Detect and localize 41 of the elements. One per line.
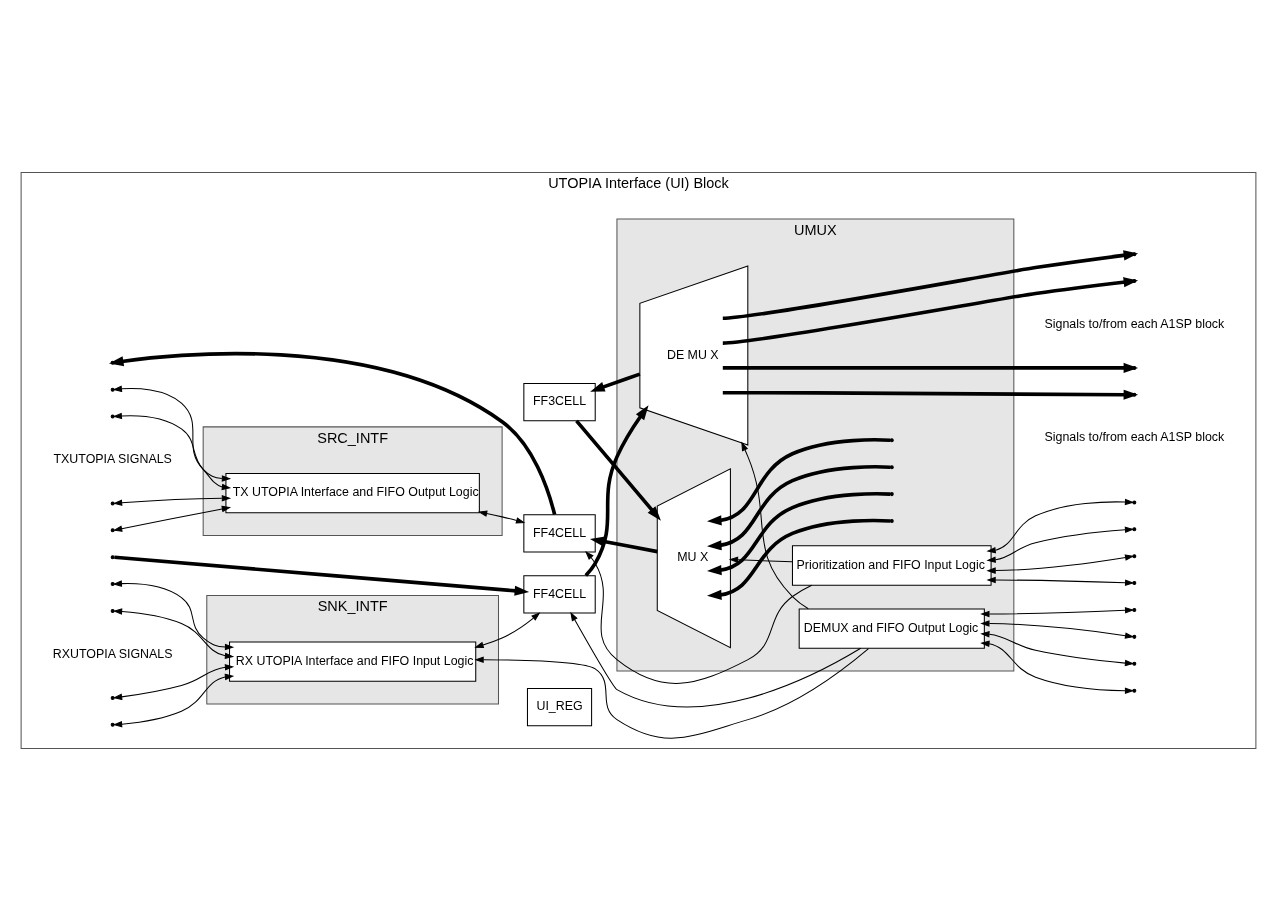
arrow [980, 630, 1135, 666]
arrow [707, 491, 891, 575]
node-box: RX UTOPIA Interface and FIFO Input Logic [229, 641, 477, 682]
node-box: MU X [656, 467, 731, 649]
arrow [707, 437, 891, 525]
node-box: FF3CELL [523, 382, 596, 421]
arrow [728, 556, 793, 563]
arrow [986, 526, 1135, 563]
arrow [980, 606, 1135, 617]
label: TXUTOPIA SIGNALS [53, 451, 172, 466]
arrow [112, 607, 235, 659]
arrow [114, 554, 530, 596]
arrow [707, 518, 891, 600]
label: RXUTOPIA SIGNALS [52, 646, 173, 661]
arrow [474, 611, 541, 648]
arrow [589, 536, 658, 553]
arrow [585, 550, 813, 684]
arrow [707, 464, 891, 550]
node-box: TX UTOPIA Interface and FIFO Output Logic [225, 472, 480, 513]
arrow [741, 441, 809, 609]
arrow [112, 579, 235, 650]
label: Signals to/from each A1SP block [1044, 429, 1225, 444]
arrow [474, 647, 870, 739]
arrow [590, 371, 641, 392]
arrow [112, 673, 235, 727]
arrow [570, 611, 862, 707]
node-box: FF4CELL [523, 574, 596, 614]
arrow [584, 404, 649, 577]
arrow [980, 619, 1135, 639]
arrow [986, 576, 1135, 586]
node-box: FF4CELL [523, 513, 596, 553]
node-box: UI_REG [526, 687, 593, 726]
node-box: DEMUX and FIFO Output Logic [798, 607, 985, 649]
arrow [112, 663, 235, 700]
arrow [980, 639, 1135, 694]
node-box: Prioritization and FIFO Input Logic [791, 544, 992, 586]
arrow [986, 553, 1135, 574]
arrow [575, 419, 661, 521]
node-box: DE MU X [639, 264, 749, 446]
label: Signals to/from each A1SP block [1044, 316, 1225, 331]
arrow [477, 509, 526, 524]
